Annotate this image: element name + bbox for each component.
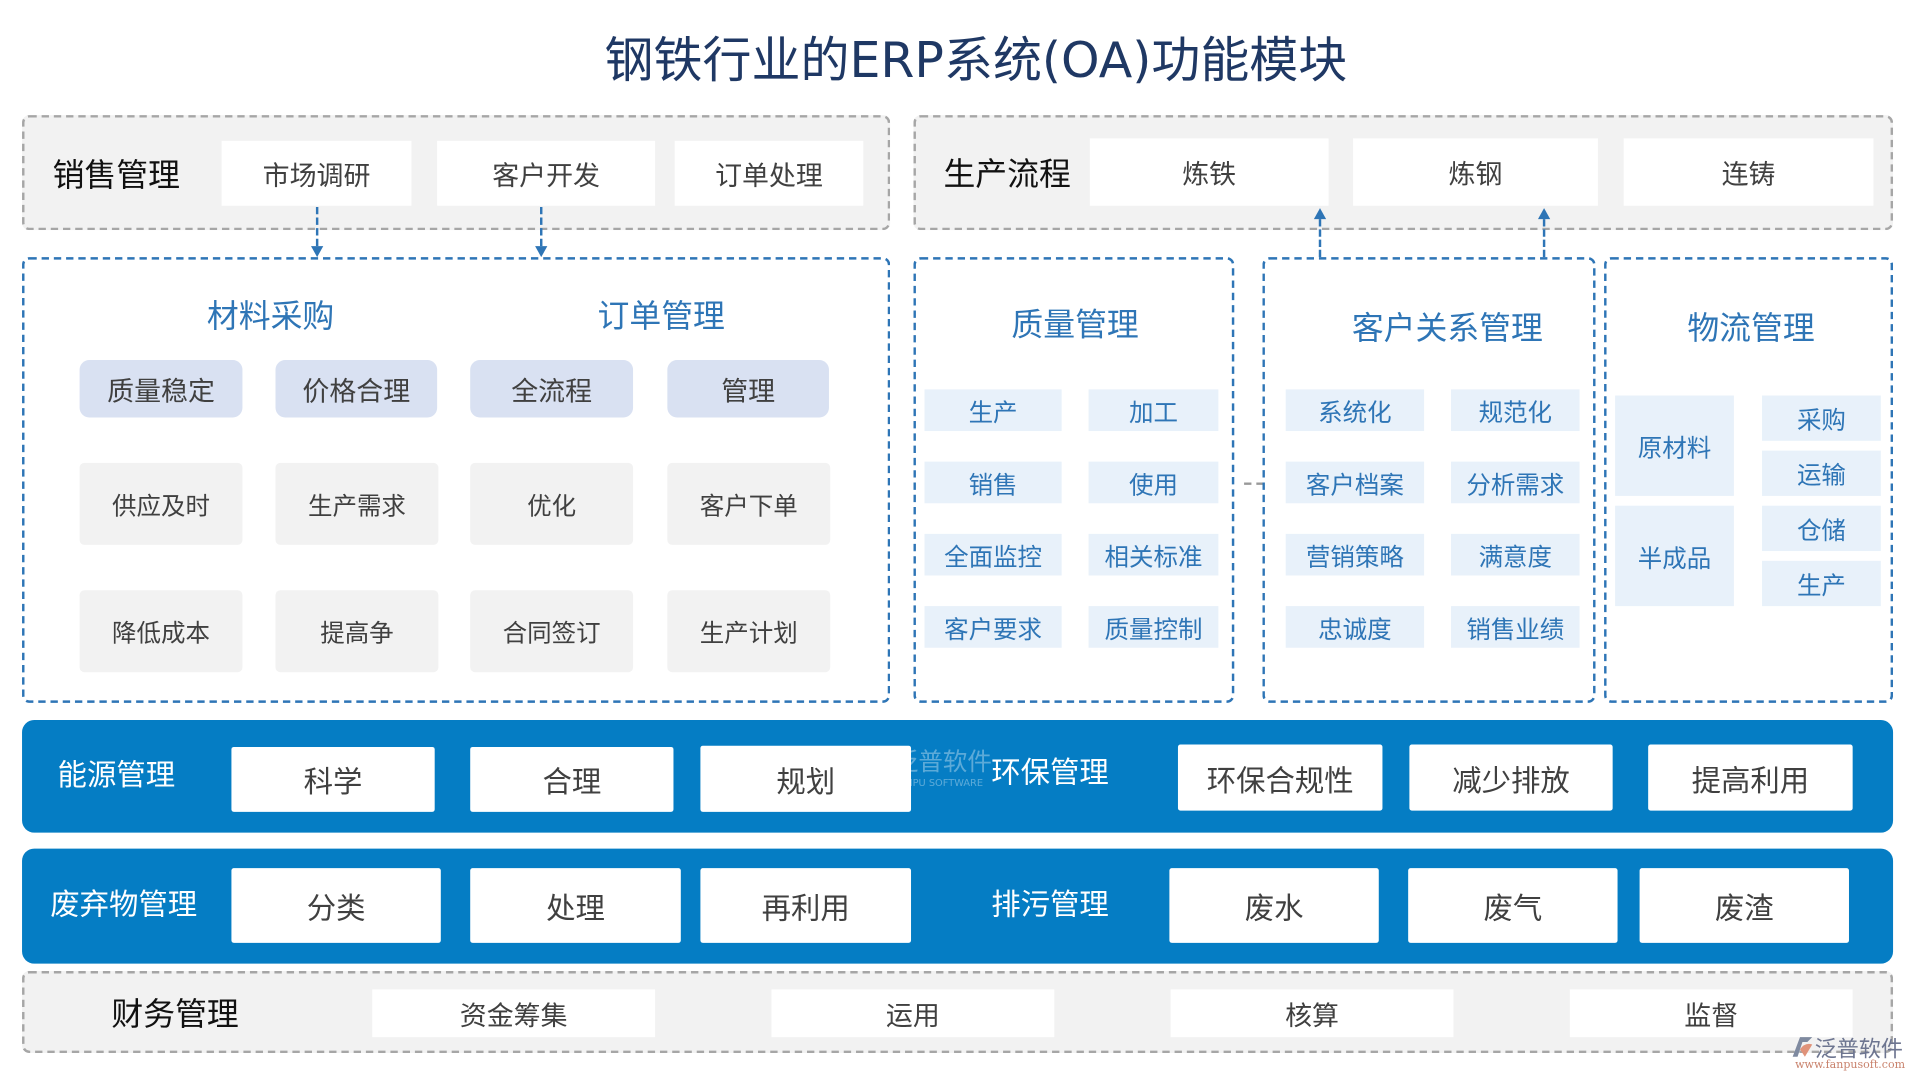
energy-label: 能源管理 — [57, 757, 176, 792]
waste-item: 分类 — [231, 868, 441, 943]
cell: 仓储 — [1762, 505, 1881, 552]
cell: 规范化 — [1451, 389, 1580, 432]
cell: 降低成本 — [79, 590, 243, 673]
waste-label: 废弃物管理 — [50, 887, 198, 922]
sales-item: 客户开发 — [437, 140, 656, 206]
cell: 忠诚度 — [1285, 606, 1425, 648]
cell: 生产 — [924, 389, 1062, 432]
sales-item: 市场调研 — [221, 140, 412, 206]
pollution-label: 排污管理 — [991, 887, 1109, 922]
cell: 相关标准 — [1088, 533, 1219, 576]
quality-heading: 质量管理 — [1011, 306, 1139, 344]
pill: 管理 — [667, 360, 829, 418]
cell: 质量控制 — [1088, 606, 1219, 648]
cell: 提高争 — [275, 590, 439, 673]
cell: 生产计划 — [667, 590, 831, 673]
cell: 原材料 — [1615, 395, 1734, 496]
environment-item: 提高利用 — [1648, 744, 1853, 811]
waste-item: 处理 — [470, 868, 681, 943]
cell: 分析需求 — [1451, 461, 1580, 504]
cell: 客户档案 — [1285, 461, 1425, 504]
pill: 全流程 — [470, 360, 634, 418]
cell: 客户要求 — [924, 606, 1062, 648]
page-title: 钢铁行业的ERP系统(OA)功能模块 — [604, 33, 1348, 90]
energy-item: 科学 — [231, 746, 435, 812]
finance-item: 监督 — [1569, 989, 1853, 1038]
arrow-up-icon — [1537, 208, 1551, 220]
connector-line — [540, 206, 543, 247]
cell: 使用 — [1088, 461, 1219, 504]
cell: 全面监控 — [924, 533, 1062, 576]
brand-logo: 泛普软件 www.fanpusoft.com — [1788, 1032, 1920, 1076]
cell: 合同签订 — [470, 590, 634, 673]
production-item: 炼铁 — [1089, 138, 1329, 206]
cell: 销售业绩 — [1451, 606, 1580, 648]
connector-line — [1542, 219, 1546, 258]
pollution-item: 废水 — [1169, 868, 1379, 943]
finance-item: 核算 — [1170, 989, 1454, 1038]
orders-heading: 订单管理 — [597, 298, 725, 335]
cell: 采购 — [1762, 395, 1881, 441]
finance-item: 资金筹集 — [372, 989, 656, 1038]
finance-label: 财务管理 — [111, 996, 239, 1033]
environment-label: 环保管理 — [991, 754, 1109, 790]
brand-url: www.fanpusoft.com — [1795, 1059, 1906, 1072]
cell: 客户下单 — [667, 462, 831, 545]
pill: 价格合理 — [275, 360, 438, 418]
sales-label: 销售管理 — [52, 157, 181, 195]
connector-line — [1318, 219, 1322, 258]
environment-item: 减少排放 — [1409, 744, 1613, 811]
cell: 运输 — [1762, 450, 1881, 496]
cell: 销售 — [924, 461, 1062, 504]
arrow-up-icon — [1313, 208, 1327, 220]
cell: 半成品 — [1615, 505, 1734, 607]
logistics-heading: 物流管理 — [1687, 310, 1815, 348]
crm-heading: 客户关系管理 — [1351, 310, 1543, 348]
connector-line — [315, 206, 319, 247]
energy-item: 规划 — [700, 745, 912, 812]
cell: 加工 — [1088, 389, 1219, 432]
cell: 生产需求 — [275, 462, 439, 545]
cell: 供应及时 — [79, 462, 243, 545]
pollution-item: 废气 — [1408, 868, 1618, 943]
connector-line — [1244, 482, 1264, 485]
pill: 质量稳定 — [79, 360, 243, 418]
arrow-down-icon — [535, 246, 548, 258]
sales-item: 订单处理 — [674, 140, 864, 206]
production-item: 炼钢 — [1353, 138, 1598, 206]
cell: 系统化 — [1285, 389, 1425, 432]
brand-name: 泛普软件 — [1814, 1037, 1903, 1063]
cell: 营销策略 — [1285, 533, 1425, 576]
environment-item: 环保合规性 — [1177, 744, 1383, 811]
cell: 生产 — [1762, 560, 1881, 607]
materials-heading: 材料采购 — [206, 298, 335, 335]
arrow-down-icon — [311, 246, 324, 258]
cell: 满意度 — [1451, 533, 1580, 576]
production-item: 连铸 — [1623, 138, 1874, 206]
logo-icon — [1792, 1037, 1813, 1057]
energy-item: 合理 — [470, 746, 674, 812]
cell: 优化 — [470, 462, 634, 545]
production-label: 生产流程 — [943, 156, 1071, 194]
finance-item: 运用 — [771, 989, 1055, 1038]
waste-item: 再利用 — [700, 868, 912, 943]
pollution-item: 废渣 — [1639, 868, 1849, 943]
